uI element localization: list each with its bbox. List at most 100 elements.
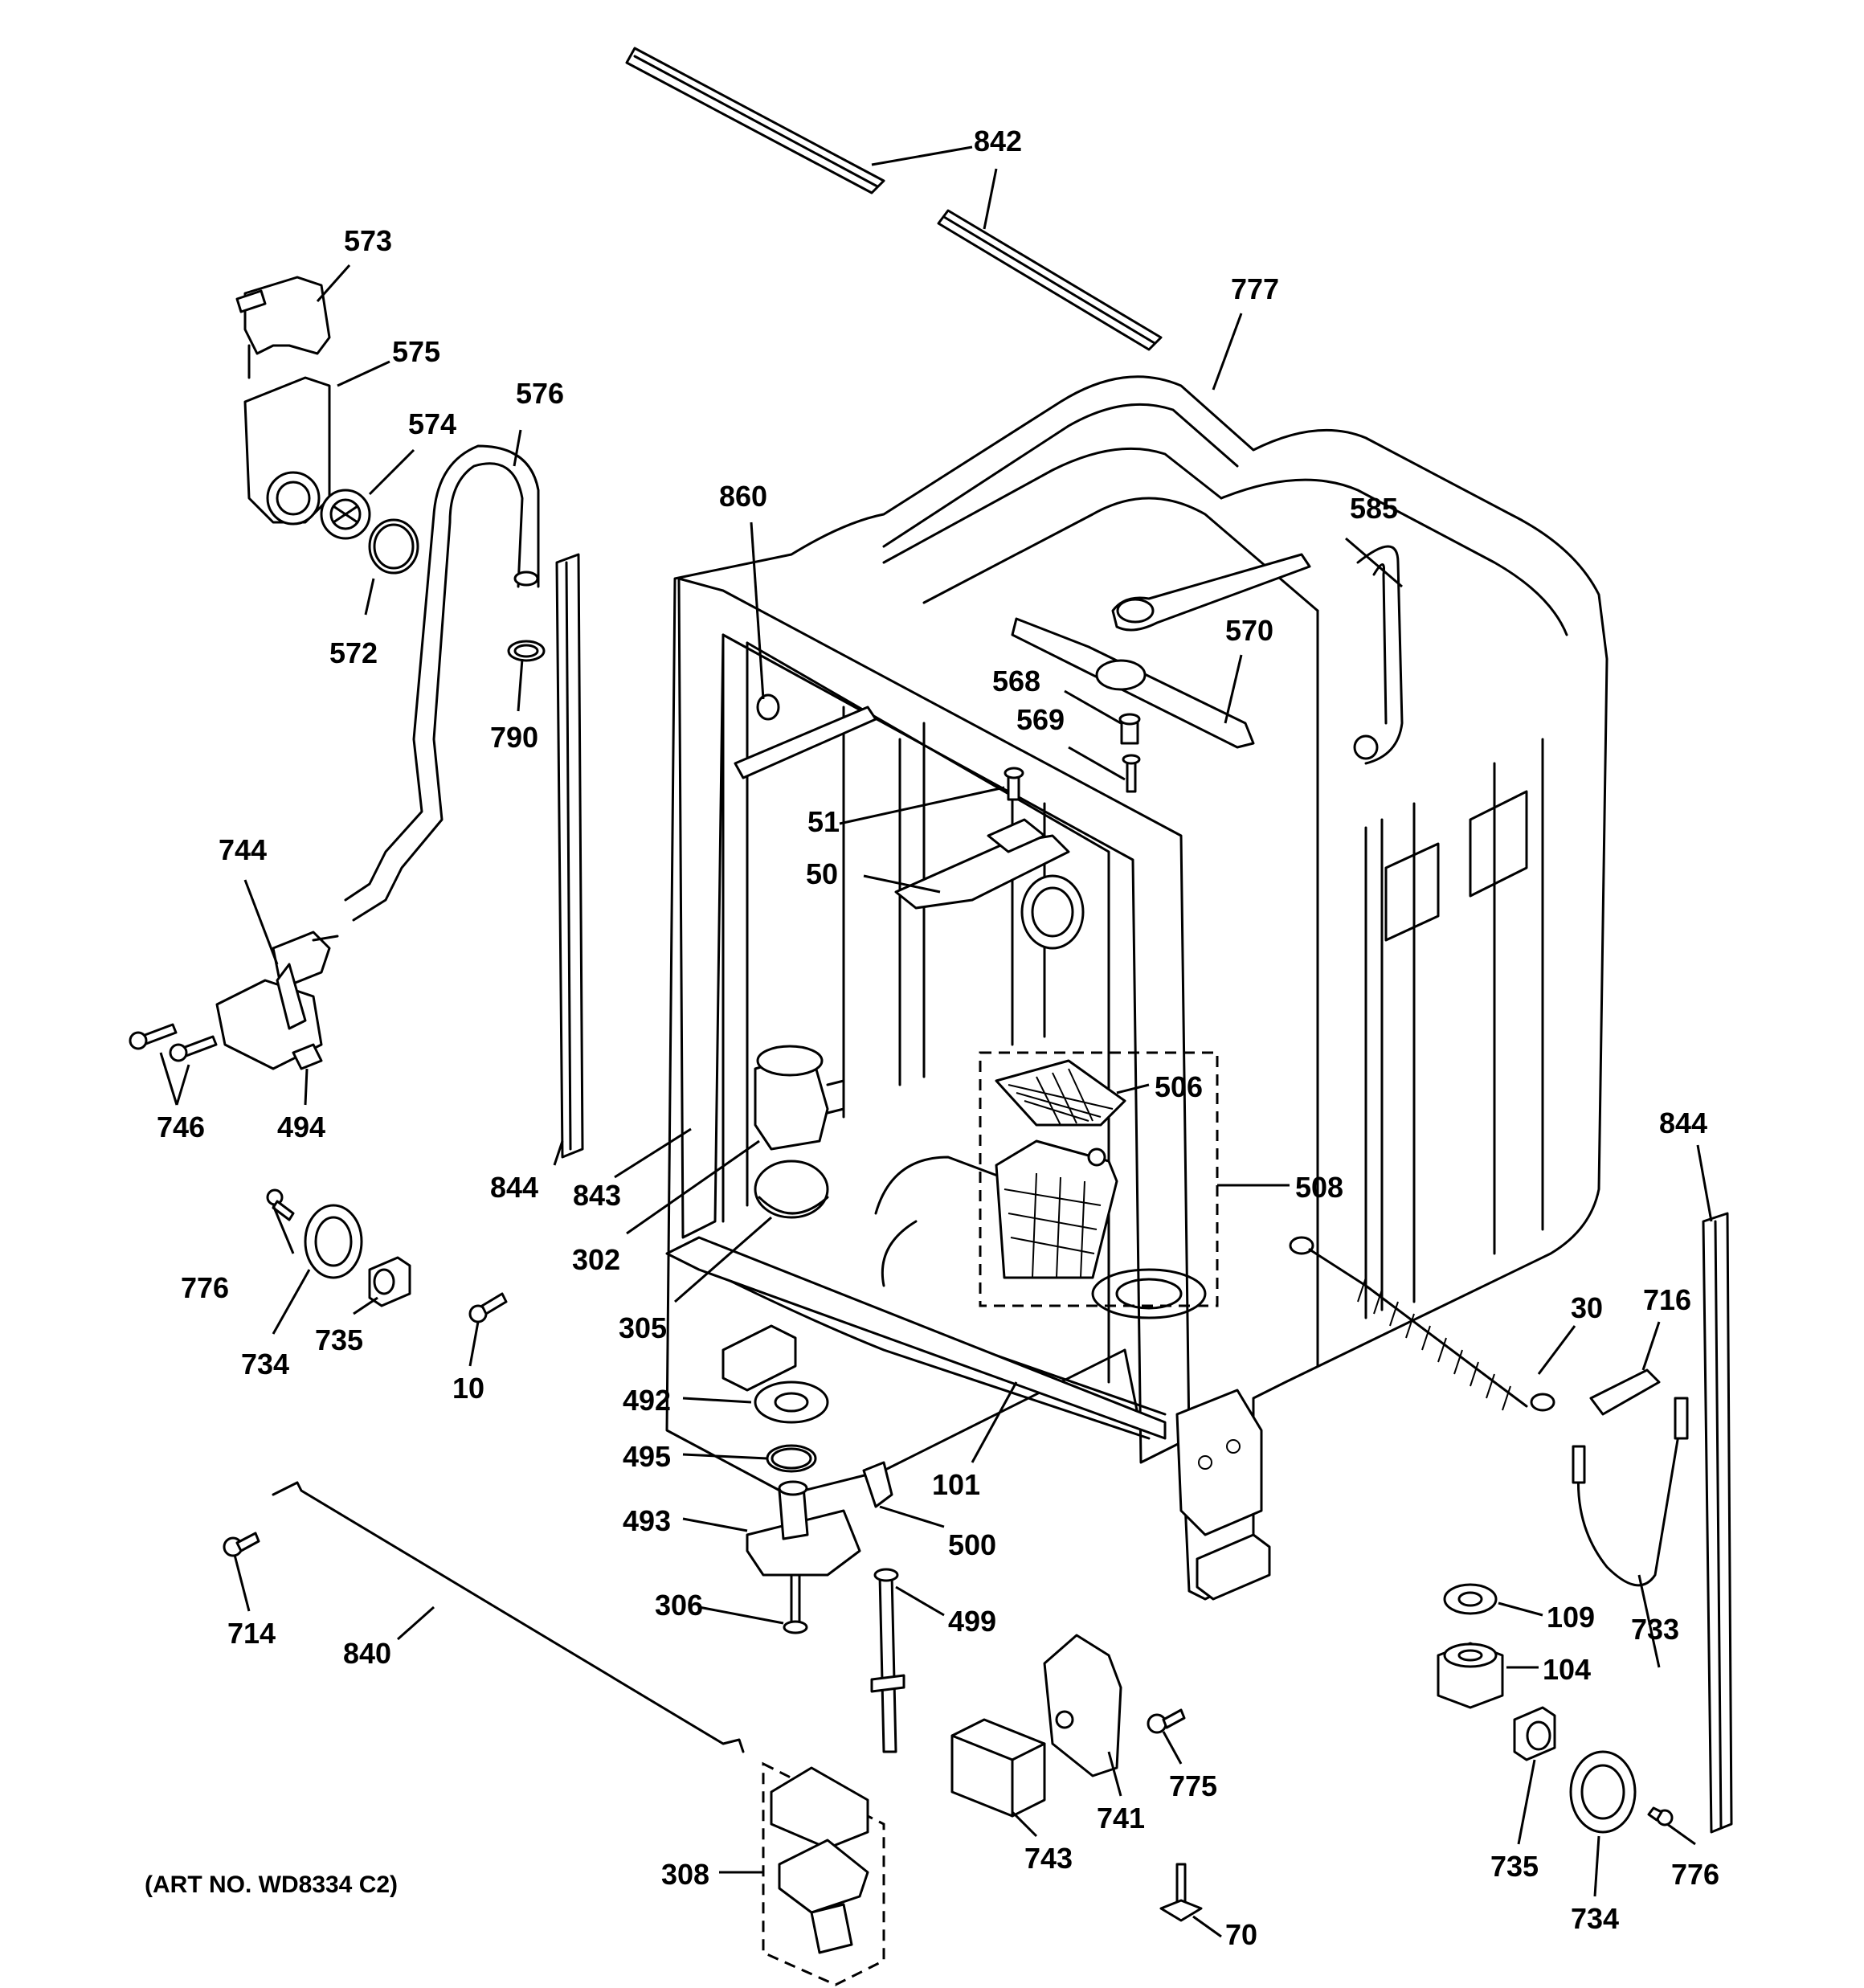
leveling-washer <box>1443 1583 1498 1615</box>
tub-assembly <box>665 375 1609 1601</box>
mounting-bracket <box>1043 1634 1122 1777</box>
spray-arm-nut <box>1118 713 1141 745</box>
callout-508: 508 <box>1295 1171 1343 1204</box>
leader-lines <box>159 145 1713 1938</box>
callout-30: 30 <box>1571 1291 1603 1324</box>
trim-screw-right <box>1647 1806 1674 1826</box>
callout-305: 305 <box>619 1311 667 1344</box>
door-gasket-left <box>555 553 584 1159</box>
callout-790: 790 <box>490 721 538 754</box>
callout-734-left: 734 <box>241 1348 289 1381</box>
callout-570: 570 <box>1225 614 1273 647</box>
callout-746: 746 <box>157 1111 205 1143</box>
callout-labels: 842 573 777 575 576 574 860 585 572 570 … <box>145 125 1719 1951</box>
dispenser-cap <box>320 489 371 540</box>
callout-860: 860 <box>719 480 767 513</box>
cable-bumper <box>1589 1368 1661 1416</box>
toe-panel-rod <box>272 1481 745 1753</box>
callout-499: 499 <box>948 1605 996 1638</box>
callout-493: 493 <box>623 1504 671 1537</box>
valve-clip-bracket <box>292 1043 323 1070</box>
callout-506: 506 <box>1155 1070 1203 1103</box>
capacitor-relay <box>950 1718 1046 1818</box>
hose-clamp <box>507 640 546 662</box>
callout-572: 572 <box>329 636 378 669</box>
spray-arm <box>1011 553 1311 749</box>
callout-495: 495 <box>623 1440 671 1473</box>
rack-stop-screw <box>1004 767 1024 801</box>
callout-576: 576 <box>516 377 564 410</box>
callout-109: 109 <box>1547 1601 1595 1634</box>
dispenser-gasket <box>368 518 419 575</box>
callout-743: 743 <box>1024 1842 1073 1875</box>
art-number: (ART NO. WD8334 C2) <box>145 1871 398 1898</box>
callout-735-right: 735 <box>1490 1850 1539 1883</box>
terminal-block <box>770 1766 869 1954</box>
callout-716: 716 <box>1643 1283 1691 1316</box>
bushing-left <box>368 1256 411 1307</box>
trim-screw-left <box>266 1188 295 1221</box>
callout-585: 585 <box>1350 492 1398 525</box>
pump-housing <box>754 1045 845 1151</box>
callout-735-left: 735 <box>315 1323 363 1356</box>
coarse-filter-basket <box>995 1139 1118 1279</box>
fine-filter <box>995 1059 1126 1127</box>
wheel-bearing-right <box>1569 1750 1637 1834</box>
callout-714: 714 <box>227 1617 276 1650</box>
water-conduit <box>1353 545 1404 765</box>
callout-568: 568 <box>992 665 1040 697</box>
callout-734-right: 734 <box>1571 1902 1619 1935</box>
bushing-right <box>1513 1706 1556 1761</box>
top-seal-strip <box>625 47 1163 351</box>
callout-306: 306 <box>655 1589 703 1622</box>
rack-stop <box>894 818 1070 910</box>
callout-840: 840 <box>343 1637 391 1670</box>
callout-500: 500 <box>948 1528 996 1561</box>
callout-733: 733 <box>1631 1613 1679 1646</box>
dispenser-housing <box>243 376 331 526</box>
sump-cover <box>746 1480 861 1577</box>
callout-492: 492 <box>623 1384 671 1417</box>
callout-104: 104 <box>1543 1653 1591 1686</box>
leveling-nut <box>1437 1642 1504 1709</box>
callout-744: 744 <box>219 833 267 866</box>
door-gasket-right <box>1702 1212 1733 1834</box>
filter-assembly-box <box>979 1051 1219 1307</box>
callout-777: 777 <box>1231 272 1279 305</box>
callout-308: 308 <box>661 1858 709 1891</box>
turbidity-sensor <box>870 1568 905 1753</box>
callout-776-left: 776 <box>181 1271 229 1304</box>
thermostat-probe <box>783 1573 808 1634</box>
water-valve <box>215 931 339 1070</box>
callout-574: 574 <box>408 407 456 440</box>
callout-569: 569 <box>1016 703 1065 736</box>
spray-arm-bolt <box>1122 754 1141 793</box>
callout-844-left: 844 <box>490 1171 538 1204</box>
door-cable <box>1572 1397 1689 1587</box>
pump-motor <box>754 1160 829 1219</box>
wheel-bearing-left <box>304 1204 363 1279</box>
screw-10 <box>468 1292 508 1323</box>
callout-575: 575 <box>392 335 440 368</box>
screw-775 <box>1147 1708 1186 1734</box>
callout-51: 51 <box>807 805 840 838</box>
callout-10: 10 <box>452 1372 484 1405</box>
callout-302: 302 <box>572 1243 620 1276</box>
callout-775: 775 <box>1169 1769 1217 1802</box>
callout-573: 573 <box>344 224 392 257</box>
callout-70: 70 <box>1225 1918 1257 1951</box>
heater-clip <box>862 1461 893 1508</box>
screw-714 <box>223 1532 260 1557</box>
leveling-leg <box>1159 1863 1203 1922</box>
door-hinge-spring <box>1289 1236 1555 1412</box>
callout-842: 842 <box>974 125 1022 157</box>
callout-741: 741 <box>1097 1802 1145 1835</box>
dispenser-bracket <box>235 276 331 379</box>
callout-494: 494 <box>277 1111 325 1143</box>
valve-mounting-screw <box>129 1023 218 1062</box>
callout-843: 843 <box>573 1179 621 1212</box>
callout-844-right: 844 <box>1659 1106 1707 1139</box>
callout-776-right: 776 <box>1671 1858 1719 1891</box>
fill-hose <box>344 444 540 922</box>
